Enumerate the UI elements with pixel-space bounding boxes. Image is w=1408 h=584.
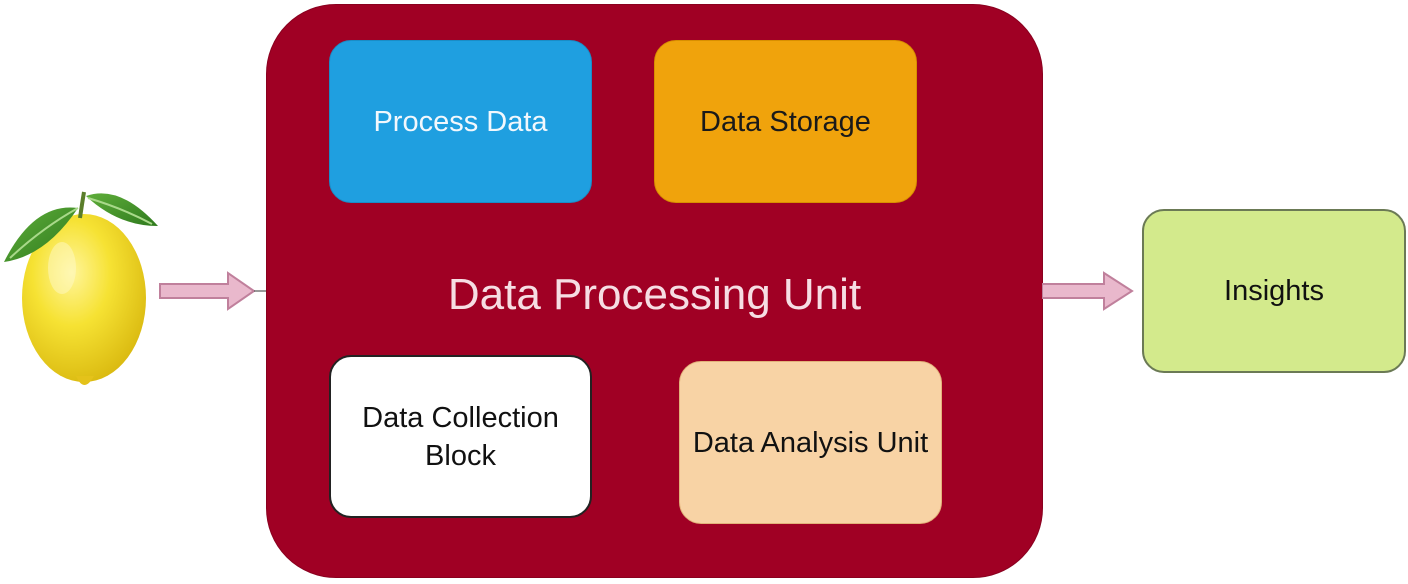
data-collection-block: Data Collection Block [329,355,592,518]
data-analysis-label: Data Analysis Unit [692,426,929,459]
data-storage-block: Data Storage [654,40,917,203]
data-storage-label: Data Storage [700,105,871,138]
input-arrow [158,271,268,311]
process-data-block: Process Data [329,40,592,203]
output-arrow [1041,271,1134,311]
lemon-icon [0,186,162,394]
data-collection-label: Data Collection Block [362,401,559,472]
insights-label: Insights [1224,275,1324,307]
process-data-label: Process Data [373,105,548,138]
insights-block: Insights [1142,209,1406,373]
unit-title: Data Processing Unit [447,270,862,319]
data-analysis-block: Data Analysis Unit [679,361,942,524]
